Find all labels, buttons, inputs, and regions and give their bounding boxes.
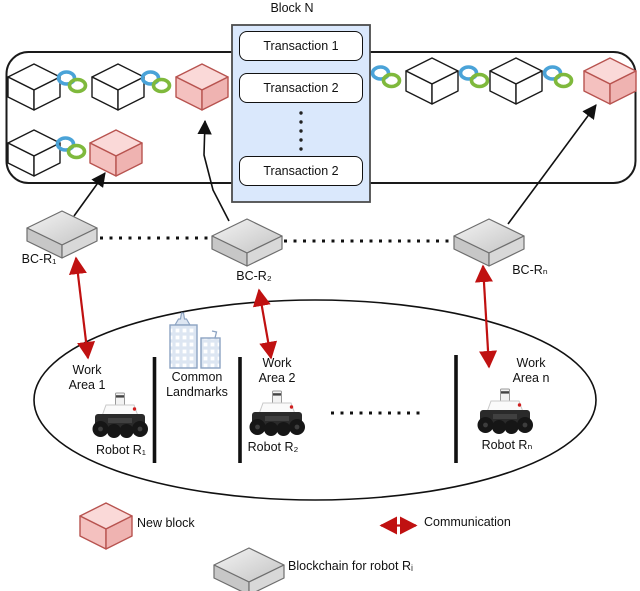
append-arrow-bc1	[73, 172, 106, 217]
transaction-label: Transaction 2	[263, 81, 339, 95]
work-area-1-label: Work Area 1	[68, 363, 106, 392]
legend-blockchain-slab-icon	[213, 547, 285, 591]
transaction-label: Transaction 1	[263, 39, 339, 53]
communication-arrow-bc2-wa2	[252, 288, 278, 360]
bc-r2-label: BC-R₂	[236, 269, 272, 283]
robot-r2-label: Robot R₂	[247, 440, 299, 454]
bc-r1-node	[26, 210, 98, 259]
bc-rn-node	[453, 218, 525, 267]
transaction-box: Transaction 2	[239, 156, 363, 186]
common-landmarks-label: Common Landmarks	[166, 370, 228, 399]
legend-blockchain-label: Blockchain for robot Rᵢ	[288, 559, 413, 573]
append-arrow-bcn	[507, 104, 597, 225]
work-area-2-label: Work Area 2	[258, 356, 296, 385]
legend-communication-label: Communication	[424, 515, 511, 529]
legend-new-block-label: New block	[137, 516, 195, 530]
transactions-ellipsis-dots	[299, 111, 303, 151]
block-n-title: Block N	[270, 1, 314, 15]
append-arrow-bc2	[197, 119, 230, 222]
bc-rn-label: BC-Rₙ	[512, 263, 548, 277]
legend-new-block-icon	[79, 502, 133, 550]
robot-rn-label: Robot Rₙ	[481, 438, 533, 452]
work-area-n-label: Work Area n	[512, 356, 550, 385]
robot-r1-label: Robot R₁	[95, 443, 147, 457]
bc-r1-label: BC-R₁	[21, 252, 57, 266]
transaction-box: Transaction 1	[239, 31, 363, 61]
bc-r2-node	[211, 218, 283, 267]
communication-arrow-bc1-wa1	[68, 256, 96, 360]
transaction-label: Transaction 2	[263, 164, 339, 178]
transaction-box: Transaction 2	[239, 73, 363, 103]
communication-arrow-bcn-wan	[474, 264, 498, 369]
